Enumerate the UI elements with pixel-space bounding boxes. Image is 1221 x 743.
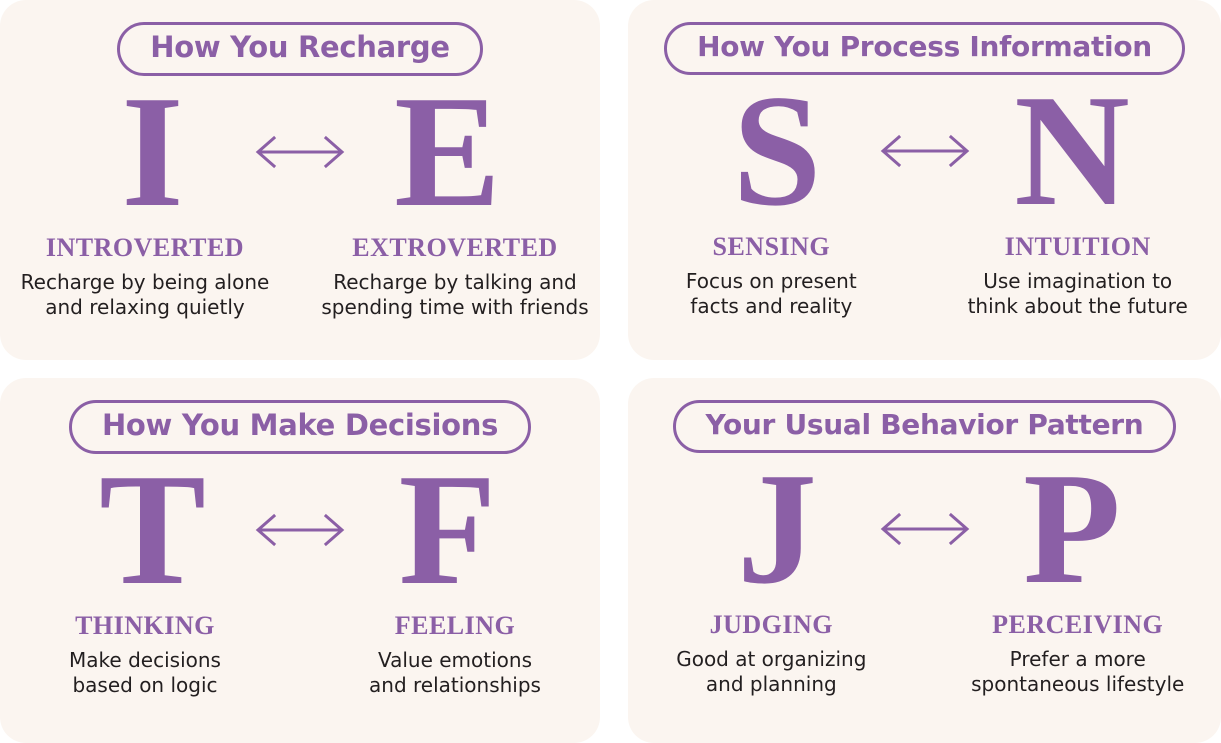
panel-header-text: How You Recharge (150, 30, 450, 64)
letter-left: T (99, 440, 206, 619)
letter-right: F (398, 440, 497, 619)
pole-term: SENSING (712, 232, 831, 262)
description-line-2: spending time with friends (321, 295, 589, 320)
panel-header-text: Your Usual Behavior Pattern (705, 408, 1144, 441)
description-line-2: and relaxing quietly (45, 295, 245, 320)
description-line-1: Recharge by talking and (333, 270, 577, 295)
pole-right: FEELING Value emotions and relationships (310, 611, 600, 698)
pole-right: PERCEIVING Prefer a more spontaneous lif… (934, 610, 1221, 697)
pole-term: PERCEIVING (992, 610, 1164, 640)
pole-description: Recharge by talking and spending time wi… (314, 270, 596, 320)
letter-pair-row: I E (0, 62, 600, 241)
description-line-1: Value emotions (377, 648, 533, 673)
letter-right: E (394, 62, 501, 241)
pole-left: THINKING Make decisions based on logic (0, 611, 290, 698)
panel-how-you-recharge: How You Recharge I E INTROVERTED Recharg… (0, 0, 600, 360)
description-line-2: based on logic (72, 673, 218, 698)
pole-description: Use imagination to think about the futur… (938, 269, 1217, 319)
pole-term: INTROVERTED (45, 233, 245, 263)
pole-description: Recharge by being alone and relaxing qui… (4, 270, 286, 320)
panel-how-you-process-information: How You Process Information S N SENSING … (628, 0, 1221, 360)
description-row: JUDGING Good at organizing and planning … (628, 610, 1221, 697)
description-line-1: Good at organizing (676, 647, 867, 672)
pole-right: INTUITION Use imagination to think about… (934, 232, 1221, 319)
pole-description: Good at organizing and planning (632, 647, 911, 697)
double-headed-arrow-icon (867, 131, 982, 171)
letter-left: S (732, 61, 822, 240)
panel-header-text: How You Make Decisions (101, 408, 499, 442)
description-line-1: Make decisions (69, 648, 221, 673)
pole-description: Make decisions based on logic (4, 648, 286, 698)
description-line-2: think about the future (967, 293, 1188, 318)
letter-right: P (1023, 439, 1121, 618)
letter-left: I (121, 62, 184, 241)
pole-right: EXTROVERTED Recharge by talking and spen… (310, 233, 600, 320)
description-row: INTROVERTED Recharge by being alone and … (0, 233, 600, 320)
description-line-2: and planning (705, 671, 837, 696)
pole-left: INTROVERTED Recharge by being alone and … (0, 233, 290, 320)
pole-description: Value emotions and relationships (314, 648, 596, 698)
pole-term: THINKING (75, 611, 215, 641)
description-line-2: spontaneous lifestyle (971, 671, 1185, 696)
description-line-1: Focus on present (685, 269, 857, 294)
letter-pair-row: J P (628, 439, 1221, 618)
pole-left: JUDGING Good at organizing and planning (628, 610, 915, 697)
panel-header-pill: Your Usual Behavior Pattern (672, 400, 1177, 454)
pole-left: SENSING Focus on present facts and reali… (628, 232, 915, 319)
description-line-2: facts and reality (690, 293, 853, 318)
panel-how-you-make-decisions: How You Make Decisions T F THINKING Make… (0, 378, 600, 743)
panel-header-pill: How You Make Decisions (68, 400, 532, 455)
panel-header-pill: How You Process Information (664, 22, 1185, 76)
letter-left: J (737, 439, 817, 618)
description-line-1: Prefer a more (1009, 647, 1146, 672)
double-headed-arrow-icon (243, 510, 358, 550)
pole-term: JUDGING (709, 610, 834, 640)
letter-pair-row: T F (0, 440, 600, 619)
pole-description: Prefer a more spontaneous lifestyle (938, 647, 1217, 697)
panel-header-text: How You Process Information (697, 30, 1152, 63)
description-row: SENSING Focus on present facts and reali… (628, 232, 1221, 319)
double-headed-arrow-icon (243, 132, 358, 172)
pole-term: INTUITION (1004, 232, 1151, 262)
description-line-2: and relationships (369, 673, 541, 698)
panel-header-pill: How You Recharge (117, 22, 483, 77)
pole-description: Focus on present facts and reality (632, 269, 911, 319)
letter-right: N (1014, 61, 1130, 240)
panel-your-usual-behavior-pattern: Your Usual Behavior Pattern J P JUDGING … (628, 378, 1221, 743)
pole-term: FEELING (394, 611, 516, 641)
description-line-1: Use imagination to (983, 269, 1173, 294)
double-headed-arrow-icon (867, 509, 982, 549)
description-line-1: Recharge by being alone (20, 270, 270, 295)
description-row: THINKING Make decisions based on logic F… (0, 611, 600, 698)
letter-pair-row: S N (628, 61, 1221, 240)
pole-term: EXTROVERTED (352, 233, 558, 263)
